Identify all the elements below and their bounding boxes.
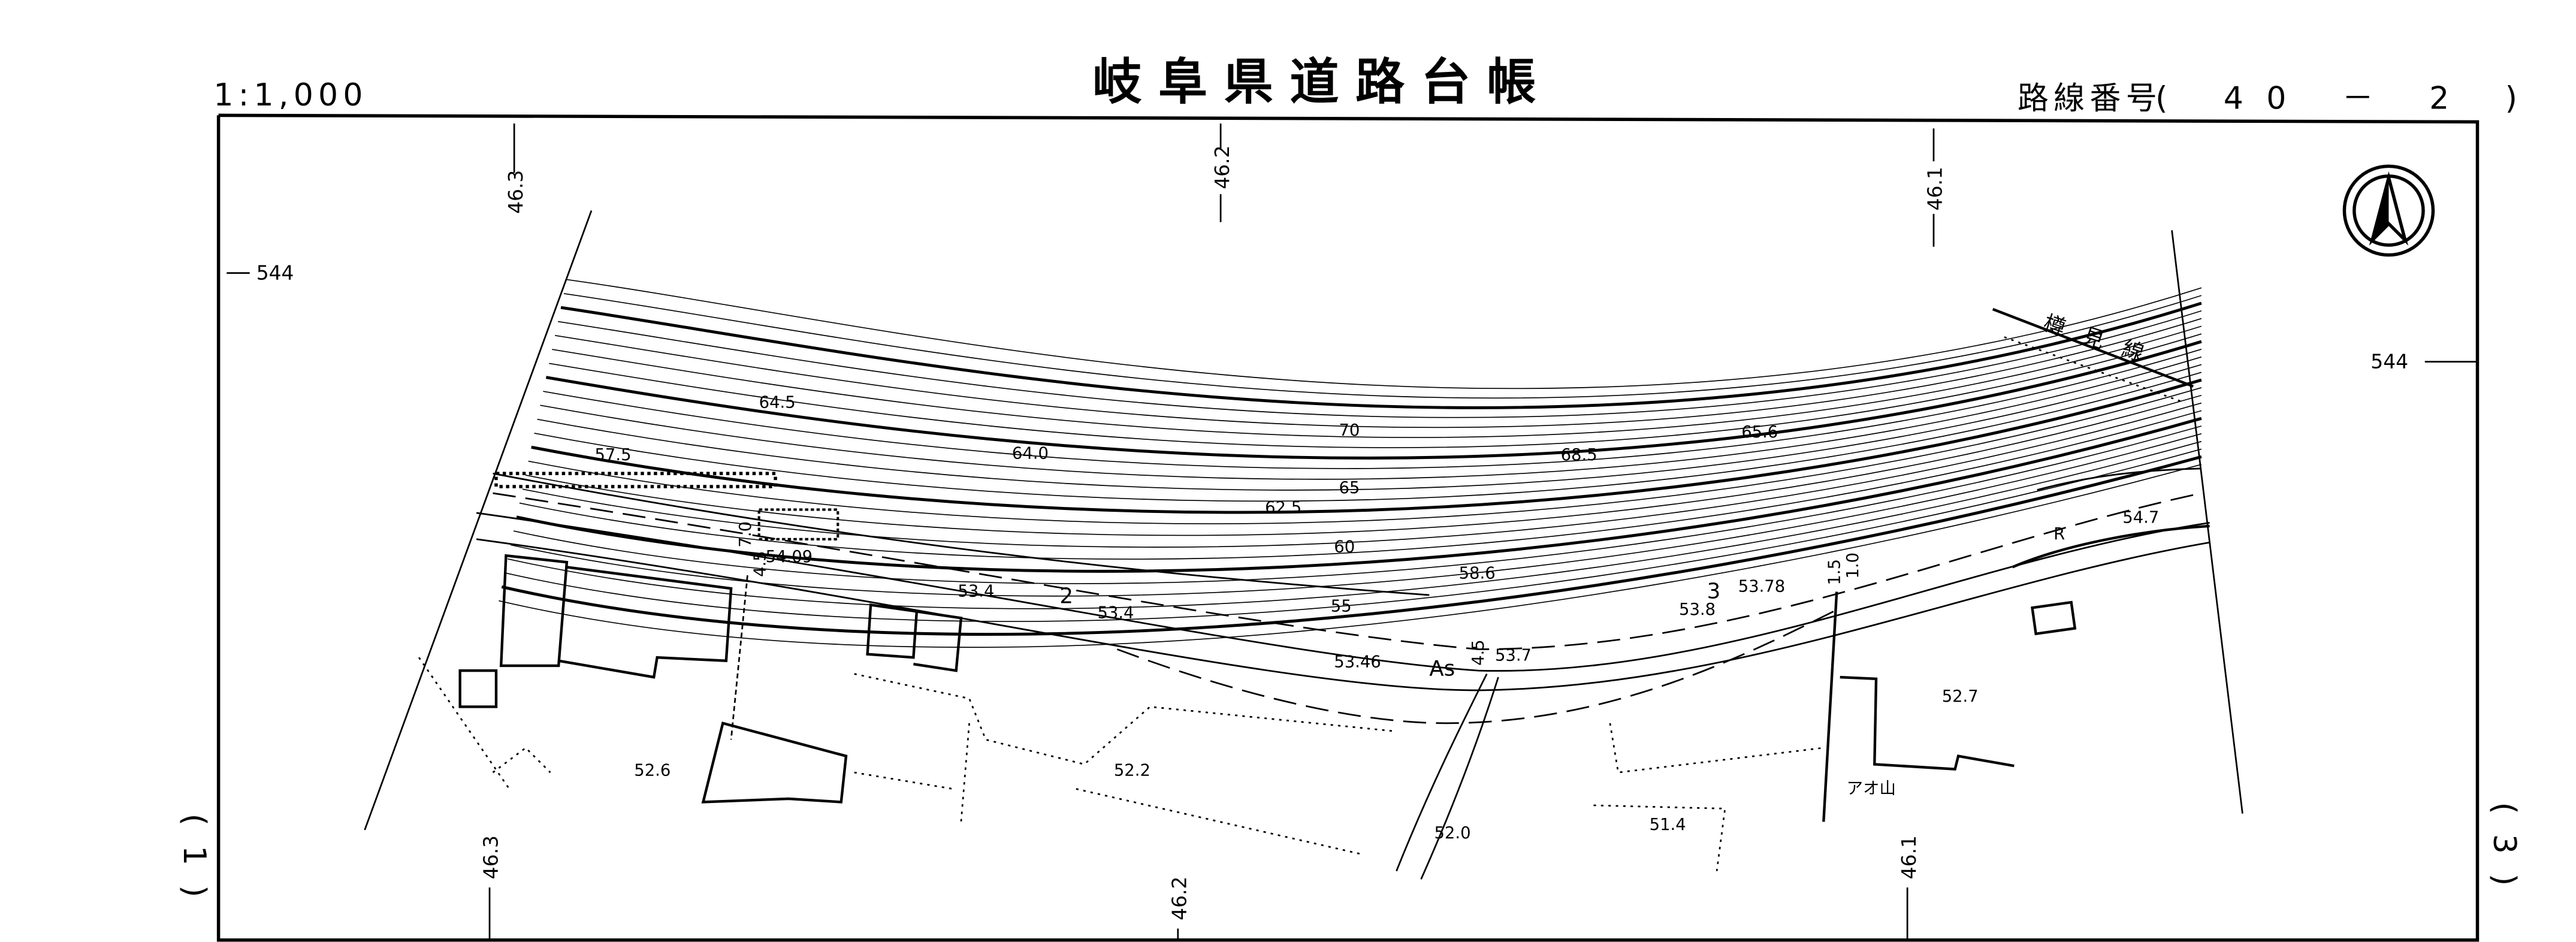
- contour-line: [557, 310, 2202, 418]
- contour-line: [549, 333, 2202, 448]
- spot-heights: 64.5 57.5 64.0 68.5 65.6 62.5 58.6 54.09…: [594, 393, 2159, 842]
- spot-height: 64.0: [1012, 444, 1049, 463]
- width-label: 4.5: [751, 551, 770, 577]
- contour-line: [510, 433, 2202, 597]
- contour-line: [563, 293, 2202, 399]
- sheet-boundary-right: [2171, 230, 2243, 814]
- contour-label-70: 70: [1339, 421, 1360, 440]
- contour-lines: [499, 279, 2202, 648]
- r-mark: R: [2053, 525, 2065, 544]
- grid-label-right: 544: [2370, 350, 2408, 373]
- contour-label-55: 55: [1331, 597, 1352, 615]
- contour-line: [545, 340, 2202, 460]
- contour-line: [540, 356, 2202, 480]
- contour-line: [519, 410, 2202, 560]
- contour-line: [552, 325, 2202, 438]
- map-frame: [216, 113, 2480, 942]
- spot-height: 54.7: [2122, 508, 2159, 527]
- contour-line: [499, 464, 2202, 648]
- buildings: [418, 554, 2077, 871]
- spot-height: 53.8: [1679, 600, 1716, 619]
- grid-label-top-2: 46.2: [1210, 146, 1234, 189]
- grid-lines: [227, 123, 2478, 940]
- spot-height: 54.09: [766, 548, 813, 566]
- contour-line: [513, 425, 2202, 584]
- spot-height: 58.6: [1459, 564, 1496, 583]
- road-name-label: 樽 見 線: [2040, 310, 2153, 368]
- sheet-boundary-left: [364, 210, 593, 831]
- contour-line: [534, 372, 2202, 502]
- contour-line: [531, 378, 2202, 514]
- contour-label-65: 65: [1339, 479, 1360, 497]
- spot-height: 53.7: [1495, 647, 1532, 665]
- prefectural-road: [476, 307, 2210, 880]
- contour-line: [555, 318, 2202, 428]
- width-label: 4.5: [1469, 639, 1488, 666]
- spot-height: 68.5: [1561, 446, 1597, 464]
- spot-height: 52.0: [1435, 824, 1471, 843]
- spot-height: 51.4: [1650, 816, 1686, 834]
- contour-line: [543, 349, 2202, 469]
- contour-line: [522, 402, 2202, 548]
- section-number-2: 2: [1059, 584, 1073, 609]
- spot-height: 53.46: [1334, 653, 1381, 672]
- section-number-3: 3: [1707, 579, 1721, 603]
- grid-label-top-1: 46.3: [504, 170, 527, 214]
- contour-label-60: 60: [1334, 538, 1355, 557]
- contour-line: [560, 301, 2202, 409]
- route-label: 路線番号: [2018, 80, 2162, 116]
- grid-label-bottom-2: 46.2: [1168, 877, 1191, 920]
- adjacent-sheet-left: ( 1 ): [176, 814, 212, 902]
- width-label: 7.0: [736, 521, 755, 548]
- contour-line: [566, 279, 2202, 390]
- width-label: 1.5: [1826, 559, 1844, 585]
- adjacent-sheet-right: ( 3 ): [2486, 802, 2522, 890]
- route-number: ( 40 － 2 ): [2155, 80, 2540, 116]
- contour-line: [508, 440, 2202, 609]
- grid-label-top-3: 46.1: [1923, 167, 1947, 210]
- contour-line: [528, 387, 2202, 524]
- spot-height: 53.78: [1738, 578, 1785, 596]
- spot-height: 65.6: [1741, 423, 1778, 442]
- contour-line: [505, 448, 2202, 622]
- contour-line: [537, 364, 2202, 491]
- spot-height: 52.6: [634, 762, 671, 780]
- grid-label-left: 544: [256, 261, 294, 285]
- spot-height: 64.5: [759, 393, 796, 412]
- spot-height: 52.7: [1942, 687, 1979, 706]
- spot-height: 53.4: [958, 582, 994, 601]
- contour-line: [501, 455, 2202, 636]
- contour-line: [525, 394, 2202, 536]
- pavement-label: As: [1429, 656, 1455, 681]
- spot-height: 52.2: [1114, 762, 1150, 780]
- north-arrow-icon: [2342, 164, 2435, 257]
- spot-height: 62.5: [1265, 499, 1301, 517]
- place-label: アオ山: [1847, 780, 1896, 798]
- spot-height: 53.4: [1097, 603, 1134, 622]
- grid-label-bottom-1: 46.3: [479, 835, 503, 879]
- spot-height: 57.5: [594, 446, 631, 464]
- grid-label-bottom-3: 46.1: [1897, 835, 1920, 879]
- scale-label: 1:1,000: [213, 77, 367, 113]
- width-label: 1.0: [1844, 552, 1862, 579]
- map-title: 岐阜県道路台帳: [1092, 54, 1553, 111]
